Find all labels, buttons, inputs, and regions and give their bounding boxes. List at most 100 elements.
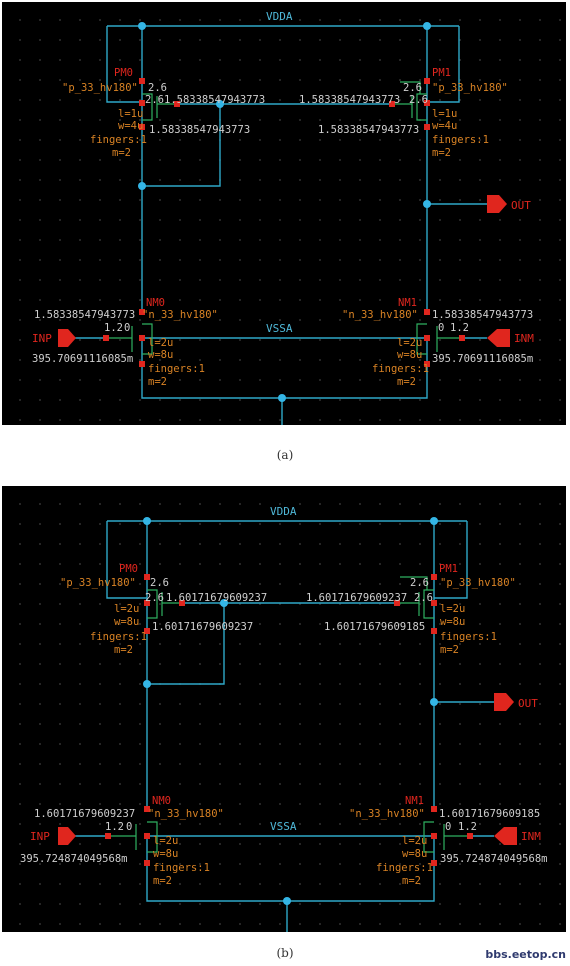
nm1-width: w=8u — [397, 349, 422, 361]
schematic-canvas-a: VDDA VSSA OUT INP INM PM0 "p_33_hv180" 2… — [32, 10, 534, 425]
pm1-width: w=4u — [432, 120, 457, 132]
nm1-v-source: 395.70691116085m — [432, 353, 533, 365]
nm1-instance-name: NM1 — [398, 297, 417, 309]
nm1-fingers: fingers:1 — [376, 862, 433, 874]
junction-dots — [143, 517, 438, 905]
pm1-model: "p_33_hv180" — [432, 82, 508, 94]
pm1-v-drain: 1.58338547943773 — [318, 124, 419, 136]
schematic-panel-b: VDDA VSSA OUT INP INM PM0 "p_33_hv180" 2… — [2, 486, 566, 932]
nm0-v-drain: 1.60171679609237 — [34, 808, 135, 820]
pm0-symbol[interactable] — [147, 589, 182, 619]
pm1-length: l=1u — [432, 108, 457, 120]
nm0-multiplier: m=2 — [153, 875, 172, 887]
nm0-model: "n_33_hv180" — [148, 808, 224, 820]
pm1-multiplier: m=2 — [432, 147, 451, 159]
net-vdda-label: VDDA — [266, 10, 293, 23]
junction-dots — [138, 22, 431, 402]
pm1-instance-name: PM1 — [432, 67, 451, 79]
net-vssa-label: VSSA — [270, 820, 297, 833]
pm0-v-drain: 1.58338547943773 — [149, 124, 250, 136]
nm1-v-gate: 1.2 — [458, 821, 477, 833]
inp-port-arrow[interactable] — [58, 827, 76, 845]
nm0-fingers: fingers:1 — [148, 363, 205, 375]
out-port-label: OUT — [511, 199, 531, 212]
nm1-multiplier: m=2 — [397, 376, 416, 388]
nm0-v-bulk: 0 — [126, 821, 132, 833]
pm0-v-gate: 1.58338547943773 — [164, 94, 265, 106]
nm0-multiplier: m=2 — [148, 376, 167, 388]
pm0-width: w=8u — [114, 616, 139, 628]
pm1-model: "p_33_hv180" — [440, 577, 516, 589]
nm1-symbol[interactable] — [423, 821, 470, 853]
pm0-model: "p_33_hv180" — [62, 82, 138, 94]
inp-port-arrow[interactable] — [58, 329, 76, 347]
pm1-v-gate: 1.58338547943773 — [299, 94, 400, 106]
nm1-fingers: fingers:1 — [372, 363, 429, 375]
nm0-v-drain: 1.58338547943773 — [34, 309, 135, 321]
pm0-multiplier: m=2 — [114, 644, 133, 656]
nm0-model: "n_33_hv180" — [142, 309, 218, 321]
nm0-instance-name: NM0 — [152, 795, 171, 807]
nm0-width: w=8u — [148, 349, 173, 361]
nm1-v-bulk: 0 — [438, 322, 444, 334]
pm0-width: w=4u — [118, 120, 143, 132]
inp-port-label: INP — [32, 332, 52, 345]
pm1-v-gate: 1.60171679609237 — [306, 592, 407, 604]
nm1-length: l=2u — [397, 337, 422, 349]
pm0-v-top: 2.6 — [150, 577, 169, 589]
out-port-arrow[interactable] — [494, 693, 514, 711]
pm0-instance-name: PM0 — [119, 563, 138, 575]
pm0-model: "p_33_hv180" — [60, 577, 136, 589]
inp-port-label: INP — [30, 830, 50, 843]
pm1-v-top: 2.6 — [403, 82, 422, 94]
pin-squares — [105, 574, 473, 866]
nm1-length: l=2u — [402, 835, 427, 847]
pm0-v-mid: 2.6 — [145, 592, 164, 604]
nm0-v-source: 395.70691116085m — [32, 353, 133, 365]
out-port-label: OUT — [518, 697, 538, 710]
caption-a: (a) — [276, 448, 294, 462]
pm0-multiplier: m=2 — [112, 147, 131, 159]
pm1-length: l=2u — [440, 603, 465, 615]
nm1-instance-name: NM1 — [405, 795, 424, 807]
nm0-symbol[interactable] — [108, 821, 158, 853]
pm0-v-drain: 1.60171679609237 — [152, 621, 253, 633]
pm1-v-mid: 2.6 — [409, 94, 428, 106]
net-vdda-label: VDDA — [270, 505, 297, 518]
nm0-instance-name: NM0 — [146, 297, 165, 309]
nm0-fingers: fingers:1 — [153, 862, 210, 874]
nm0-v-gate: 1.2 — [104, 322, 123, 334]
pm0-fingers: fingers:1 — [90, 134, 147, 146]
pm1-symbol[interactable] — [397, 576, 434, 619]
nm1-symbol[interactable] — [416, 323, 462, 355]
pm0-symbol[interactable] — [142, 93, 177, 121]
nm1-v-drain: 1.60171679609185 — [439, 808, 540, 820]
net-vssa-label: VSSA — [266, 322, 293, 335]
out-port-arrow[interactable] — [487, 195, 507, 213]
pm1-symbol[interactable] — [392, 81, 427, 121]
pm0-v-top: 2.6 — [148, 82, 167, 94]
pm1-width: w=8u — [440, 616, 465, 628]
pm0-v-gate: 1.60171679609237 — [166, 592, 267, 604]
nm0-symbol[interactable] — [106, 323, 153, 355]
nm0-v-gate: 1.2 — [105, 821, 124, 833]
nm0-v-source: 395.724874049568m — [20, 853, 127, 865]
pm0-length: l=2u — [114, 603, 139, 615]
nm1-model: "n_33_hv180" — [342, 309, 418, 321]
inm-port-label: INM — [521, 830, 541, 843]
nm0-width: w=8u — [153, 848, 178, 860]
pm1-fingers: fingers:1 — [432, 134, 489, 146]
nm0-length: l=2u — [153, 835, 178, 847]
inm-port-arrow[interactable] — [487, 329, 510, 347]
inm-port-arrow[interactable] — [494, 827, 517, 845]
pm0-v-mid: 2.6 — [145, 94, 164, 106]
pm0-instance-name: PM0 — [114, 67, 133, 79]
pm1-fingers: fingers:1 — [440, 631, 497, 643]
pm1-multiplier: m=2 — [440, 644, 459, 656]
nm1-v-drain: 1.58338547943773 — [432, 309, 533, 321]
watermark: bbs.eetop.cn — [485, 948, 566, 961]
inm-port-label: INM — [514, 332, 534, 345]
nm1-v-source: 395.724874049568m — [440, 853, 547, 865]
pin-squares — [103, 78, 465, 367]
pm1-v-top: 2.6 — [410, 577, 429, 589]
